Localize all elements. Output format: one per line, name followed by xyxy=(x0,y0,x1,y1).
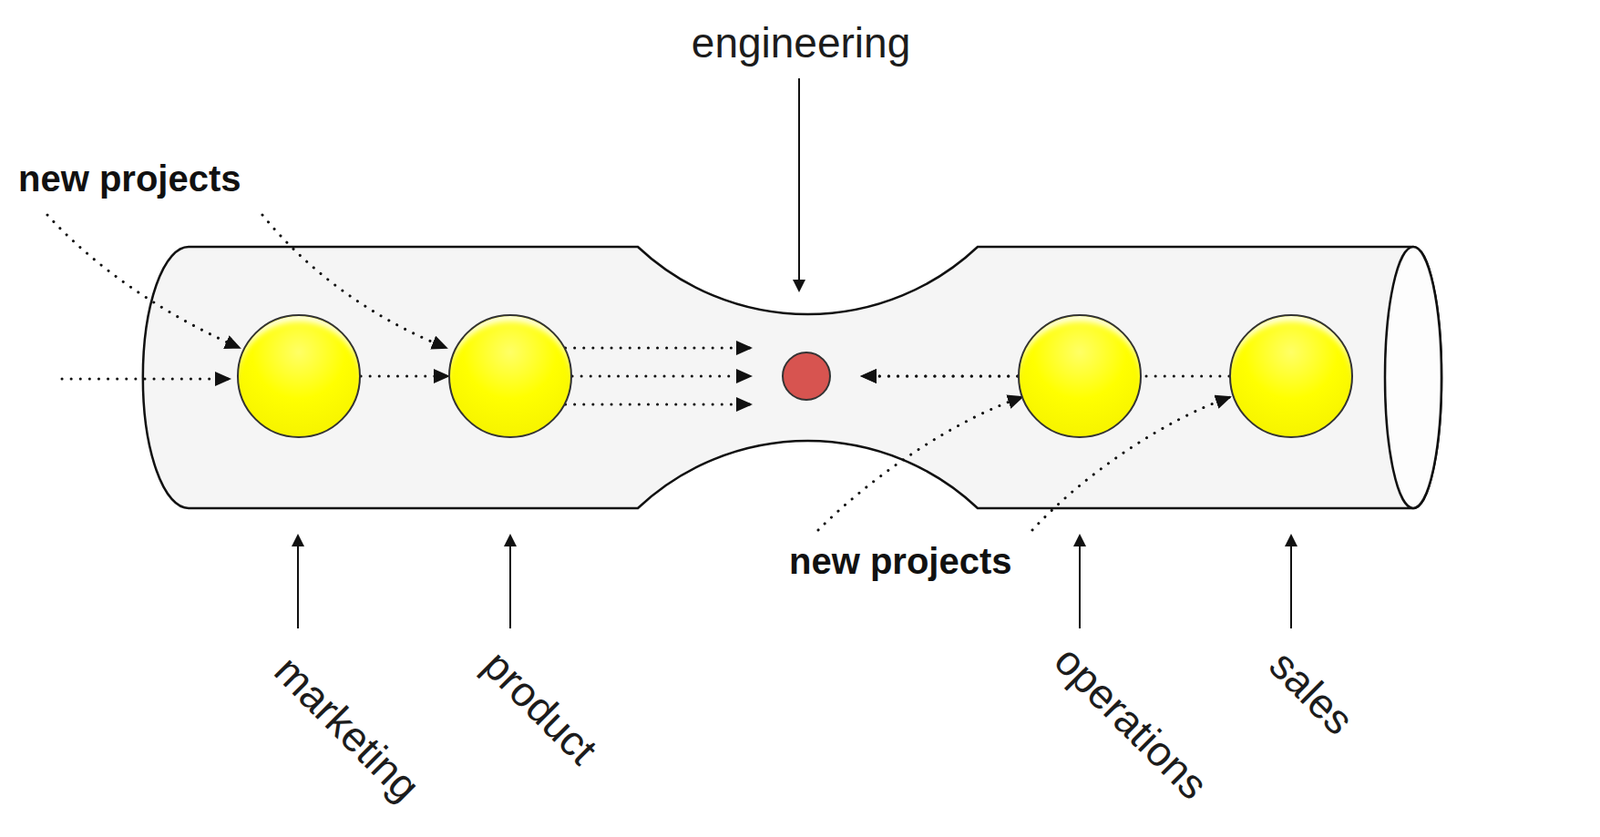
leader-arrow xyxy=(1290,535,1293,629)
team-circle: marketing xyxy=(236,314,361,439)
team-circle: operations xyxy=(1017,314,1142,439)
pipe-body xyxy=(143,246,1442,509)
flow-connector xyxy=(360,375,449,379)
team-label: marketing xyxy=(266,648,427,809)
flow-connector xyxy=(861,375,1018,379)
team-label: product xyxy=(475,643,605,772)
team-label: sales xyxy=(1261,643,1361,742)
flow-connector xyxy=(565,347,751,350)
bottleneck-circle: engineering xyxy=(781,351,831,401)
note-label: new projects xyxy=(18,160,242,197)
team-circle: sales xyxy=(1229,314,1354,439)
leader-arrow xyxy=(1078,535,1081,629)
leader-arrow xyxy=(297,535,299,629)
leader-arrow xyxy=(509,535,512,629)
pipe-opening xyxy=(1384,246,1442,509)
intake-line xyxy=(61,378,230,381)
flow-connector xyxy=(565,403,751,407)
new-project-leader xyxy=(818,397,1023,531)
new-project-leader xyxy=(47,215,240,349)
team-label: engineering xyxy=(691,21,911,64)
note-label: new projects xyxy=(789,543,1013,580)
leader-arrow xyxy=(798,78,800,291)
team-circle: product xyxy=(448,314,573,439)
team-label: operations xyxy=(1046,638,1215,807)
flow-connector xyxy=(572,375,751,379)
